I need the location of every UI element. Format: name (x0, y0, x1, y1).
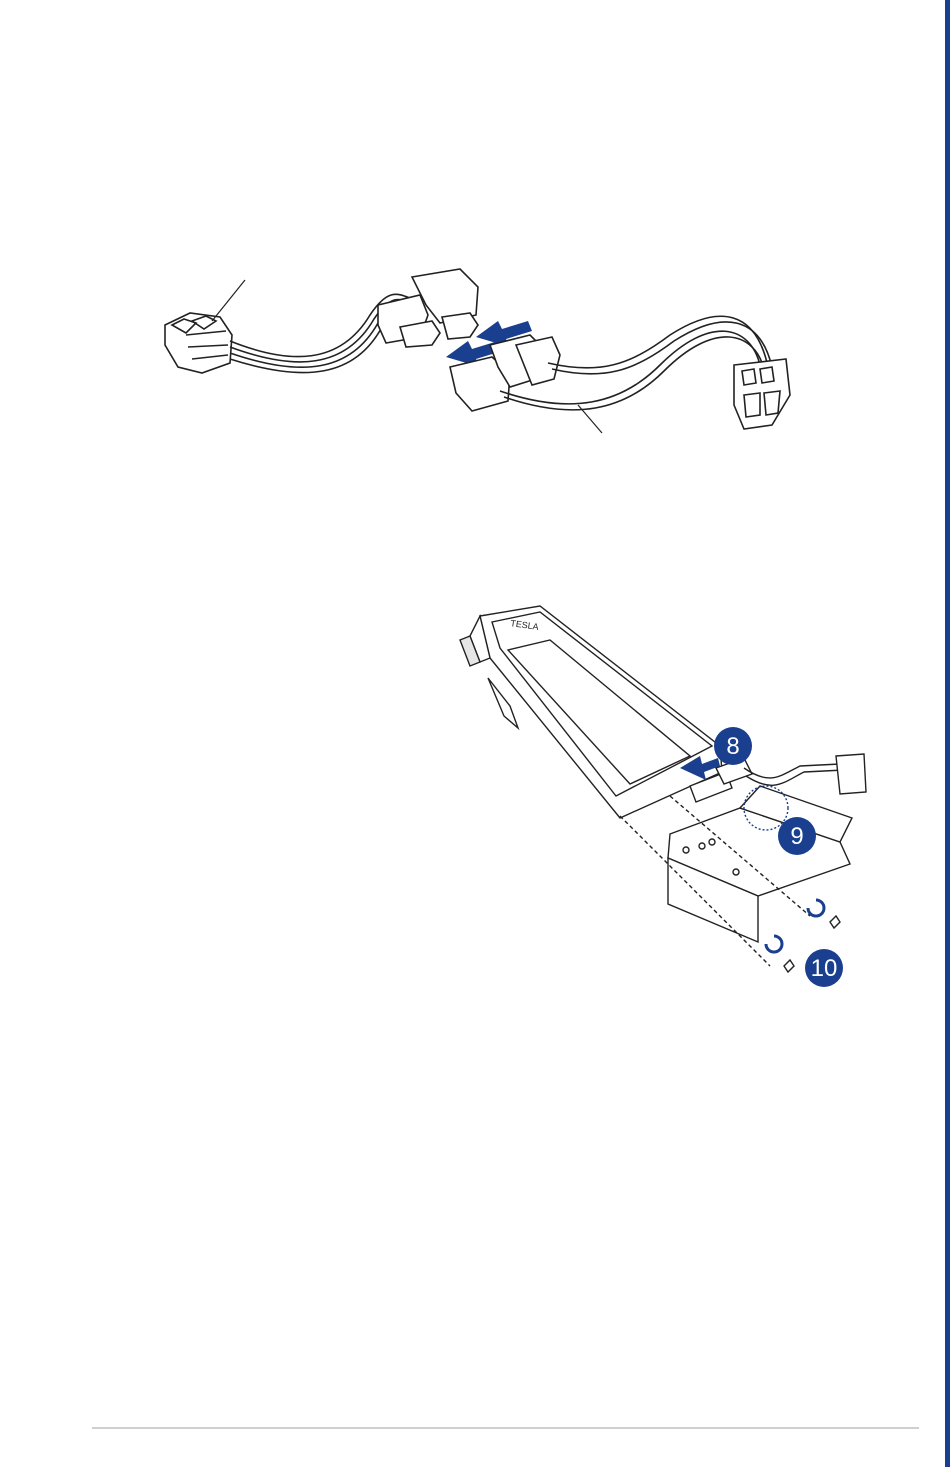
gpu-card-icon (460, 606, 722, 818)
step-badge-9: 9 (778, 817, 816, 855)
svg-text:9: 9 (790, 823, 803, 850)
upper-6-pin-pair-icon (378, 269, 478, 347)
mounting-bracket-icon (668, 786, 852, 942)
page-edge-accent-bar (945, 0, 950, 1467)
callout-line-left (212, 280, 245, 321)
left-8-pin-connector-icon (165, 313, 232, 373)
bracket-8-pin-connector-icon (836, 754, 866, 794)
gpu-bracket-assembly-diagram: TESLA 8 (440, 596, 870, 996)
svg-text:8: 8 (726, 733, 739, 760)
right-8-pin-connector-icon (734, 359, 790, 429)
footer-rule (92, 1427, 919, 1429)
screw-rotate-arrow-icon (808, 900, 824, 916)
svg-text:10: 10 (811, 955, 838, 982)
power-cable-diagram (150, 255, 830, 435)
step-badge-10: 10 (805, 949, 843, 987)
screw-rotate-arrow-icon (766, 936, 782, 952)
step-badge-8: 8 (714, 727, 752, 765)
